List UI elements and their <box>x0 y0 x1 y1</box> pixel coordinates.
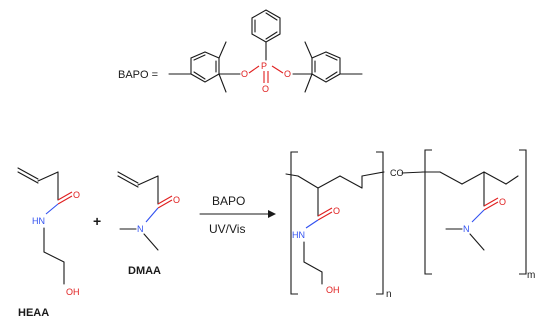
product-m-nitrogen: N <box>463 224 470 234</box>
product-block-n: O HN OH <box>285 151 385 295</box>
bapo-left-ring <box>168 41 241 93</box>
arrow-reagent-label: BAPO <box>212 194 245 208</box>
heaa-label: HEAA <box>18 307 49 319</box>
dmaa-structure: O N <box>117 171 180 251</box>
dmaa-carbonyl-oxygen: O <box>173 195 180 205</box>
heaa-carbonyl-oxygen: O <box>73 190 80 200</box>
plus-sign: + <box>93 213 101 229</box>
heaa-amide-nitrogen: HN <box>32 216 45 226</box>
bapo-equals-label: BAPO = <box>118 69 158 81</box>
heaa-hydroxyl: OH <box>66 287 80 297</box>
dmaa-nitrogen: N <box>137 224 144 234</box>
dmaa-label: DMAA <box>128 265 161 277</box>
bapo-oxygen-double: O <box>262 84 269 94</box>
product-n-amide-nitrogen: HN <box>292 230 305 240</box>
bapo-phosphorus: P <box>261 61 267 71</box>
subscript-n: n <box>386 289 392 300</box>
subscript-m: m <box>527 270 535 281</box>
product-block-m: O N <box>401 149 527 275</box>
copolymer-co-label: CO <box>390 168 404 178</box>
heaa-structure: O HN OH <box>17 167 80 297</box>
reaction-arrow <box>199 210 276 218</box>
arrow-condition-label: UV/Vis <box>209 222 245 236</box>
bapo-definition: BAPO = O P O O <box>118 9 363 94</box>
product-n-hydroxyl: OH <box>326 285 340 295</box>
bapo-oxygen-right: O <box>284 69 291 79</box>
bapo-phenyl-ring <box>251 9 281 43</box>
bapo-oxygen-left: O <box>241 69 248 79</box>
product-m-carbonyl-oxygen: O <box>499 197 506 207</box>
bapo-right-ring <box>292 41 363 93</box>
product-n-carbonyl-oxygen: O <box>333 206 340 216</box>
